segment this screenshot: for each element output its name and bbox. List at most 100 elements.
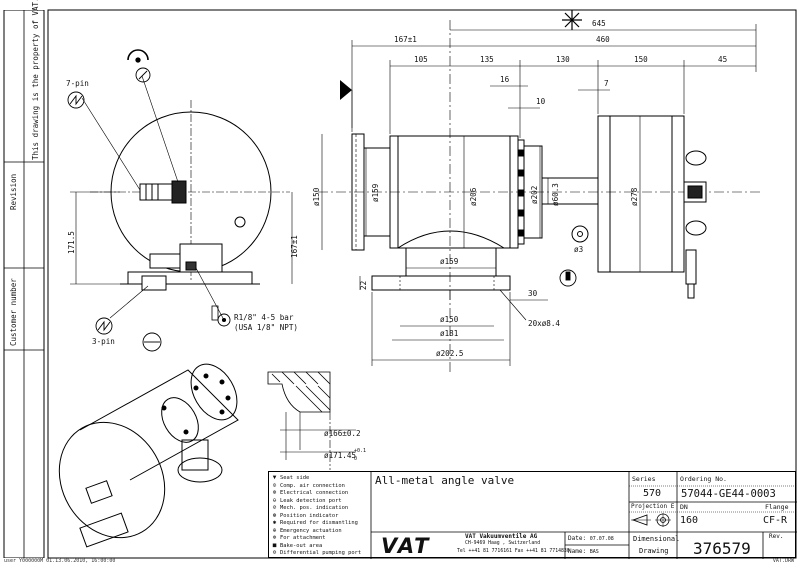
compressed-air-icon — [217, 313, 231, 327]
dim-o171-45: ø171.45 — [324, 451, 356, 460]
company-phone: Tel ++41 81 7716161 Fax ++41 81 7714830 — [457, 549, 570, 554]
label-air-2: (USA 1/8" NPT) — [234, 323, 298, 332]
legend-leak-detection: ⊖Leak detection port — [272, 496, 342, 504]
dim-o181: ø181 — [440, 329, 459, 338]
dim-10: 10 — [536, 97, 546, 106]
seat-side-icon — [340, 80, 352, 100]
dim-o3: ø3 — [574, 245, 583, 254]
isometric-view — [58, 363, 239, 548]
ordering-label: Ordering No. — [680, 475, 727, 483]
dim-tolerance-lower: 0 — [354, 456, 357, 462]
dn-value: 160 — [680, 515, 699, 526]
dim-o166: ø166±0.2 — [324, 429, 361, 438]
attachment-icon: ⊚ — [272, 534, 277, 541]
footer-user-info: user Y000000M 01.13.06.2010, 16:00:00 — [4, 558, 116, 564]
dim-o278: ø278 — [630, 187, 639, 206]
front-view — [318, 20, 760, 372]
dim-7: 7 — [604, 79, 609, 88]
top-dimension-lines — [291, 24, 757, 366]
legend-seat-side: ▼Seat side — [272, 474, 310, 481]
detail-view — [267, 371, 356, 470]
dim-o206: ø206 — [469, 187, 478, 206]
dim-30: 30 — [528, 289, 538, 298]
position-indicator-icon: ⊛ — [272, 511, 277, 519]
dim-o159-bottom: ø159 — [440, 257, 459, 266]
leak-detection-icon — [142, 332, 162, 352]
side-view — [81, 75, 290, 321]
legend-dismantling: ✱Required for dismantling — [272, 519, 358, 526]
position-indicator-icon — [127, 49, 151, 83]
drawing-label: Drawing — [639, 547, 669, 555]
dim-holes: 20xø8.4 — [528, 319, 560, 328]
legend-attachment: ⊚For attachment — [272, 534, 326, 541]
projection-label: Projection E — [631, 503, 675, 510]
drawing-frame — [47, 9, 797, 559]
legend-emergency: ⊕Emergency actuation — [272, 526, 342, 534]
dismantling-icon: ✱ — [272, 519, 277, 526]
electrical-connection-icon-7pin — [67, 91, 85, 109]
footer-file: VAT.DRW — [772, 558, 794, 564]
label-3-pin: 3-pin — [92, 337, 115, 346]
vat-logo: VAT — [381, 534, 431, 558]
legend-air-connection: ⊙Comp. air connection — [272, 481, 345, 489]
sidebar-frame — [3, 10, 45, 558]
bake-out-icon: ■ — [272, 541, 277, 549]
projection-icon — [631, 513, 671, 527]
series-value: 570 — [643, 488, 662, 499]
dismantling-icon — [562, 10, 582, 30]
flange-label: Flange — [765, 503, 789, 511]
drawing-number: 376579 — [693, 539, 751, 558]
dim-645: 645 — [592, 19, 606, 28]
company-name: VAT Vakuumventile AG — [465, 533, 538, 540]
dim-o60-3: ø60.3 — [551, 183, 560, 206]
drawing-sidebar: This drawing is the property of VAT. Rev… — [0, 0, 48, 558]
dim-135: 135 — [480, 55, 494, 64]
emergency-actuation-icon: ⊕ — [272, 526, 277, 534]
dim-150: 150 — [634, 55, 648, 64]
company-address: CH-9469 Haag , Switzerland — [465, 541, 541, 546]
mech-position-icon — [559, 269, 577, 287]
legend-electrical-connection: ⊗Electrical connection — [272, 489, 349, 496]
ordering-number: 57044-GE44-0003 — [681, 488, 776, 500]
revision-field-label: Rev. — [769, 533, 784, 540]
dim-o159-left: ø159 — [371, 183, 380, 202]
series-label: Series — [632, 475, 656, 483]
dim-22: 22 — [359, 281, 368, 290]
legend: ▼Seat side ⊙Comp. air connection ⊗Electr… — [269, 474, 371, 558]
dn-label: DN — [680, 503, 688, 511]
title-block: ▼Seat side ⊙Comp. air connection ⊗Electr… — [268, 471, 797, 559]
dimensional-label: Dimensional — [633, 535, 680, 543]
dim-167: 167±1 — [394, 35, 417, 44]
air-connection-icon: ⊙ — [272, 481, 277, 489]
label-7-pin: 7-pin — [66, 79, 89, 88]
dim-460: 460 — [596, 35, 610, 44]
dim-o150-bottom: ø150 — [440, 315, 459, 324]
dim-o202: ø202 — [530, 186, 539, 204]
drawing-title: All-metal angle valve — [375, 474, 515, 487]
legend-bake-out: ■Bake-out area — [272, 541, 323, 549]
legend-mech-pos: ⊘Mech. pos. indication — [272, 504, 349, 511]
dim-167-vertical: 167±1 — [290, 235, 299, 258]
dim-130: 130 — [556, 55, 570, 64]
dim-171-5: 171.5 — [67, 231, 76, 254]
flange-value: CF-R — [763, 515, 788, 526]
seat-side-icon: ▼ — [272, 474, 277, 481]
label-air-1: R1/8" 4-5 bar — [234, 313, 294, 322]
dim-tolerance-upper: +0.1 — [354, 448, 366, 454]
electrical-connection-icon-3pin — [95, 317, 113, 335]
name-field: Name: BAS — [568, 548, 599, 555]
dim-16: 16 — [500, 75, 510, 84]
dim-171-5-line — [70, 191, 120, 285]
date-field: Date: 07.07.08 — [568, 535, 614, 542]
electrical-connection-icon: ⊗ — [272, 489, 277, 496]
mech-position-icon: ⊘ — [272, 504, 277, 511]
legend-differential-pumping: ⊜Differential pumping port — [272, 549, 362, 556]
legend-position-indicator: ⊛Position indicator — [272, 511, 339, 519]
title-block-grid — [370, 472, 797, 559]
dim-105: 105 — [414, 55, 428, 64]
dim-45: 45 — [718, 55, 727, 64]
dim-o202-5: ø202.5 — [436, 349, 463, 358]
dim-o150-left: ø150 — [312, 187, 321, 206]
